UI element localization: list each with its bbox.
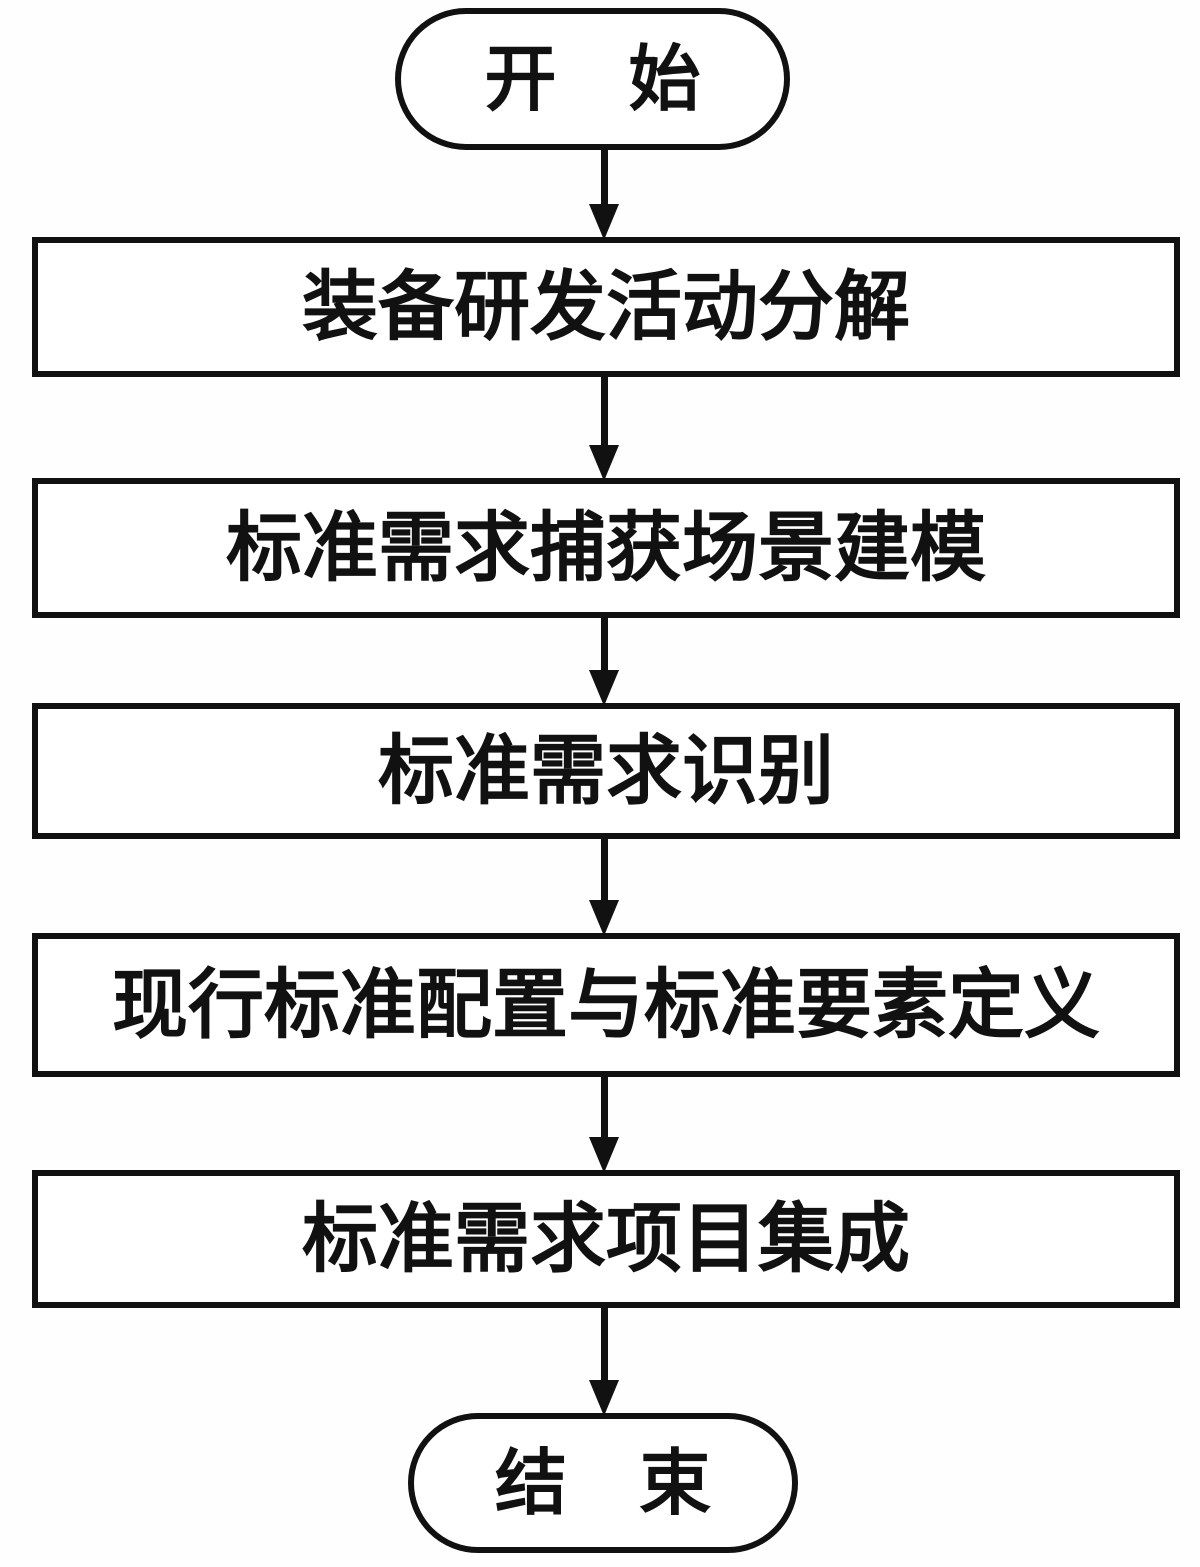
node-step4: 现行标准配置与标准要素定义 (32, 933, 1180, 1077)
node-step2: 标准需求捕获场景建模 (32, 478, 1180, 618)
arrow-shaft (600, 375, 608, 445)
arrow-step1-to-step2 (589, 375, 619, 481)
node-step1-label: 装备研发活动分解 (302, 262, 910, 351)
node-start: 开 始 (395, 8, 790, 150)
arrow-head-icon (589, 1380, 619, 1416)
arrow-step5-to-end (589, 1306, 619, 1416)
arrow-start-to-step1 (589, 146, 619, 240)
arrow-step2-to-step3 (589, 615, 619, 706)
arrow-head-icon (589, 1137, 619, 1173)
arrow-shaft (600, 1306, 608, 1380)
node-step3: 标准需求识别 (32, 703, 1180, 839)
arrow-head-icon (589, 445, 619, 481)
node-start-label: 开 始 (484, 36, 701, 121)
arrow-shaft (600, 1075, 608, 1137)
arrow-shaft (600, 836, 608, 900)
arrow-head-icon (589, 900, 619, 936)
node-step5-label: 标准需求项目集成 (302, 1194, 910, 1283)
arrow-head-icon (589, 204, 619, 240)
node-end: 结 束 (408, 1413, 798, 1553)
node-step1: 装备研发活动分解 (32, 237, 1180, 377)
node-step3-label: 标准需求识别 (378, 726, 834, 815)
arrow-step4-to-step5 (589, 1075, 619, 1173)
arrow-head-icon (589, 670, 619, 706)
node-step2-label: 标准需求捕获场景建模 (226, 503, 986, 592)
arrow-step3-to-step4 (589, 836, 619, 936)
node-step4-label: 现行标准配置与标准要素定义 (112, 960, 1100, 1049)
arrow-shaft (600, 146, 608, 204)
node-end-label: 结 束 (494, 1440, 711, 1525)
arrow-shaft (600, 615, 608, 670)
node-step5: 标准需求项目集成 (32, 1170, 1180, 1308)
